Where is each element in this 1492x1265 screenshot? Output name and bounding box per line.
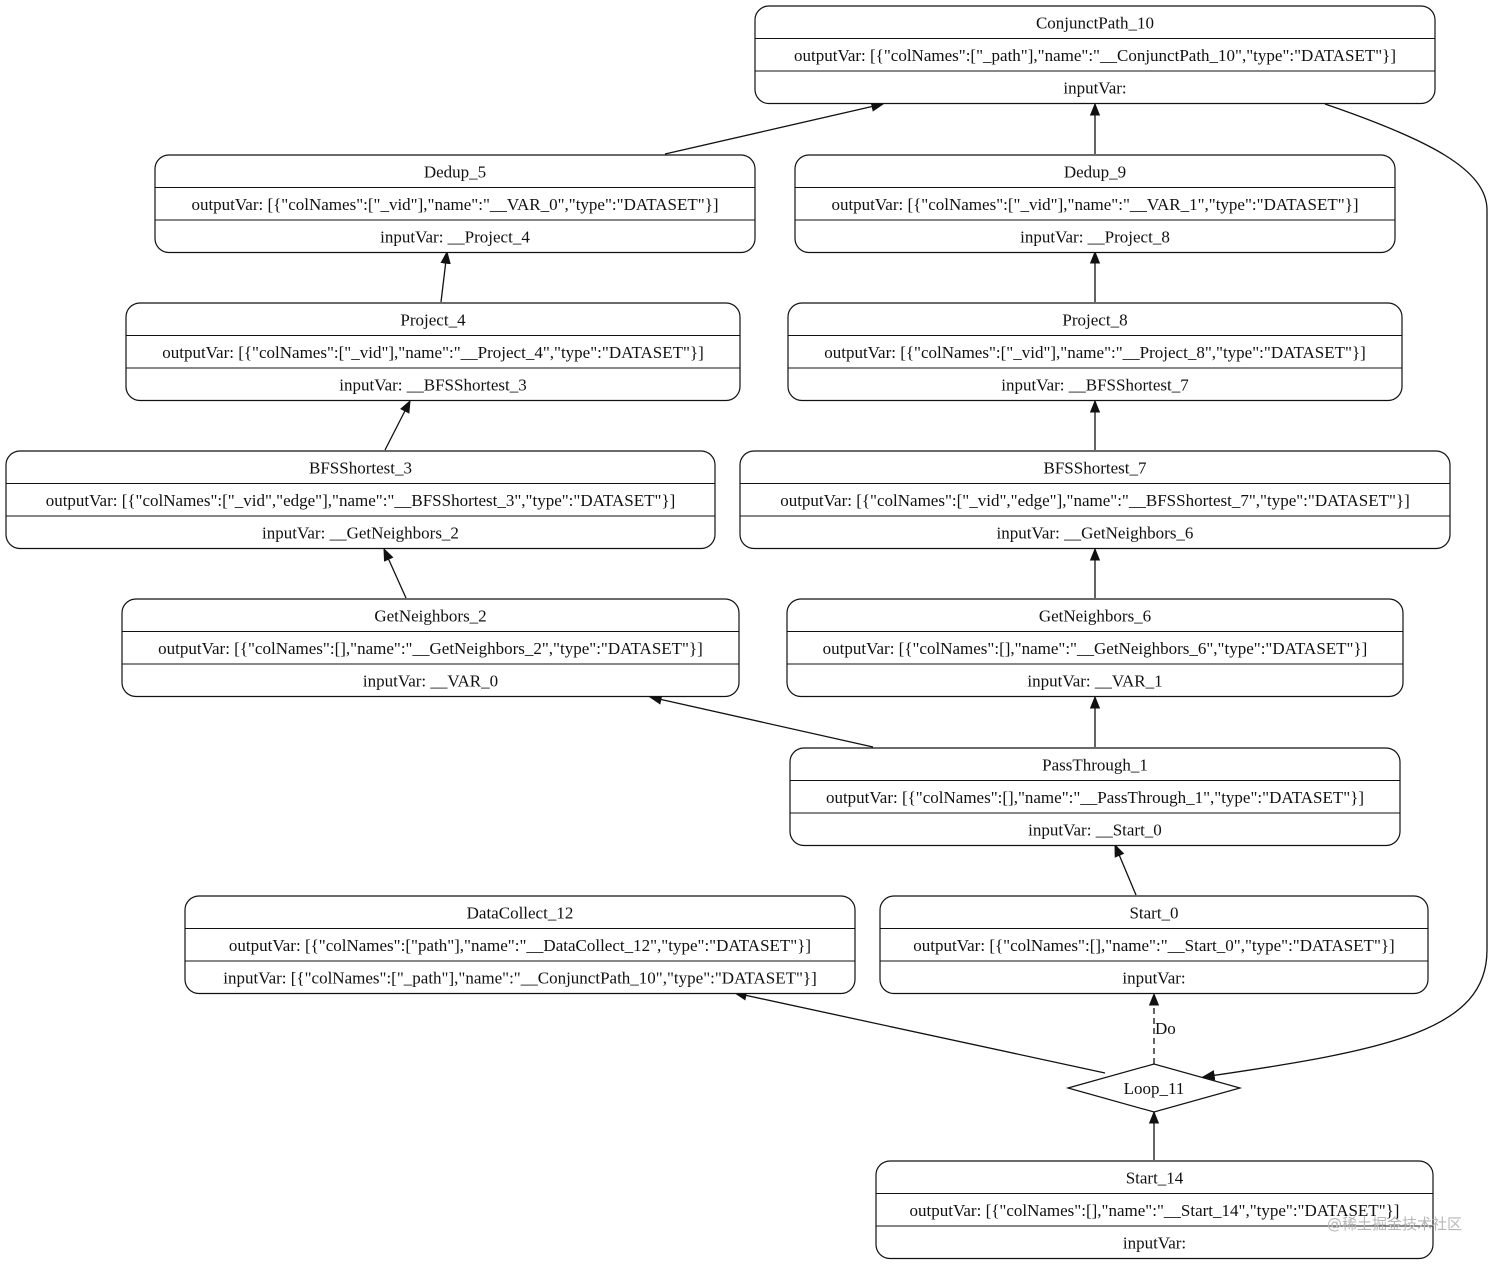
node-input-var: inputVar: xyxy=(1123,1233,1186,1252)
loop-label: Loop_11 xyxy=(1124,1079,1185,1098)
node-title: GetNeighbors_6 xyxy=(1039,606,1151,625)
node-title: GetNeighbors_2 xyxy=(374,606,486,625)
edge-start-0-to-passthrough-1 xyxy=(1114,843,1137,896)
edge-project-4-to-dedup-5 xyxy=(440,250,451,303)
node-input-var: inputVar: __Project_8 xyxy=(1020,227,1170,246)
node-dedup-9: Dedup_9 outputVar: [{"colNames":["_vid"],… xyxy=(794,154,1396,254)
node-title: Start_0 xyxy=(1129,903,1178,922)
node-box xyxy=(879,895,1429,995)
node-output-var: outputVar: [{"colNames":["_vid"],"name":… xyxy=(824,343,1366,362)
node-title: Start_14 xyxy=(1126,1168,1184,1187)
node-title: BFSShortest_7 xyxy=(1044,458,1147,477)
edge-conjunctpath-10-to-loop-11 xyxy=(1201,103,1488,1081)
node-start-0: Start_0 outputVar: [{"colNames":[],"name"… xyxy=(879,895,1429,995)
node-title: PassThrough_1 xyxy=(1042,755,1148,774)
node-dedup-5: Dedup_5 outputVar: [{"colNames":["_vid"],… xyxy=(154,154,756,254)
node-output-var: outputVar: [{"colNames":["_vid"],"name":… xyxy=(162,343,704,362)
node-title: ConjunctPath_10 xyxy=(1036,13,1154,32)
node-bfsshortest-7: BFSShortest_7 outputVar: [{"colNames":["_… xyxy=(739,450,1451,550)
node-box xyxy=(154,154,756,254)
node-passthrough-1: PassThrough_1 outputVar: [{"colNames":[],… xyxy=(789,747,1401,847)
node-output-var: outputVar: [{"colNames":["_vid"],"name":… xyxy=(831,195,1358,214)
node-box xyxy=(786,598,1404,698)
node-getneighbors-6: GetNeighbors_6 outputVar: [{"colNames":[]… xyxy=(786,598,1404,698)
node-loop-11: Loop_11 xyxy=(1065,1063,1243,1113)
loop-diamond xyxy=(1065,1063,1243,1113)
node-input-var: inputVar: [{"colNames":["_path"],"name":… xyxy=(223,968,817,987)
node-output-var: outputVar: [{"colNames":["path"],"name":… xyxy=(229,936,811,955)
node-box xyxy=(789,747,1401,847)
node-box xyxy=(875,1160,1434,1260)
node-output-var: outputVar: [{"colNames":[],"name":"__Sta… xyxy=(910,1201,1400,1220)
node-title: Project_4 xyxy=(400,310,466,329)
node-title: Dedup_5 xyxy=(424,162,486,181)
edge-passthrough-1-to-getneighbors-2 xyxy=(648,694,874,748)
node-project-8: Project_8 outputVar: [{"colNames":["_vid"… xyxy=(787,302,1403,402)
edge-getneighbors-2-to-bfsshortest-3 xyxy=(383,547,407,599)
node-input-var: inputVar: __VAR_0 xyxy=(363,671,498,690)
node-bfsshortest-3: BFSShortest_3 outputVar: [{"colNames":["_… xyxy=(5,450,716,550)
node-input-var: inputVar: __Project_4 xyxy=(380,227,530,246)
node-title: Project_8 xyxy=(1062,310,1127,329)
node-box xyxy=(121,598,740,698)
node-datacollect-12: DataCollect_12 outputVar: [{"colNames":["… xyxy=(184,895,856,995)
edge-label: Do xyxy=(1155,1019,1176,1038)
node-input-var: inputVar: __Start_0 xyxy=(1028,820,1162,839)
node-output-var: outputVar: [{"colNames":[],"name":"__Get… xyxy=(158,639,703,658)
node-output-var: outputVar: [{"colNames":[],"name":"__Sta… xyxy=(913,936,1394,955)
node-output-var: outputVar: [{"colNames":["_vid"],"name":… xyxy=(191,195,718,214)
watermark-text: @稀土掘金技术社区 xyxy=(1327,1215,1462,1233)
node-title: DataCollect_12 xyxy=(467,903,574,922)
node-start-14: Start_14 outputVar: [{"colNames":[],"name… xyxy=(875,1160,1434,1260)
node-output-var: outputVar: [{"colNames":["_path"],"name"… xyxy=(794,46,1396,65)
node-box xyxy=(787,302,1403,402)
node-output-var: outputVar: [{"colNames":[],"name":"__Pas… xyxy=(826,788,1364,807)
node-input-var: inputVar: __BFSShortest_3 xyxy=(339,375,527,394)
node-box xyxy=(125,302,741,402)
node-output-var: outputVar: [{"colNames":[],"name":"__Get… xyxy=(823,639,1368,658)
node-title: Dedup_9 xyxy=(1064,162,1126,181)
node-title: BFSShortest_3 xyxy=(309,458,412,477)
node-conjunctpath-10: ConjunctPath_10 outputVar: [{"colNames":[… xyxy=(754,5,1436,105)
node-box xyxy=(754,5,1436,105)
node-box xyxy=(794,154,1396,254)
edge-loop-11-to-datacollect-12 xyxy=(733,990,1106,1074)
node-getneighbors-2: GetNeighbors_2 outputVar: [{"colNames":[]… xyxy=(121,598,740,698)
node-input-var: inputVar: xyxy=(1063,78,1126,97)
node-box xyxy=(5,450,716,550)
node-input-var: inputVar: __GetNeighbors_6 xyxy=(997,523,1194,542)
edge-bfsshortest-3-to-project-4 xyxy=(384,399,411,451)
node-box xyxy=(184,895,856,995)
node-input-var: inputVar: xyxy=(1122,968,1185,987)
node-box xyxy=(739,450,1451,550)
node-input-var: inputVar: __VAR_1 xyxy=(1027,671,1162,690)
node-output-var: outputVar: [{"colNames":["_vid","edge"],… xyxy=(780,491,1410,510)
node-input-var: inputVar: __BFSShortest_7 xyxy=(1001,375,1189,394)
node-output-var: outputVar: [{"colNames":["_vid","edge"],… xyxy=(46,491,676,510)
node-project-4: Project_4 outputVar: [{"colNames":["_vid"… xyxy=(125,302,741,402)
edge-dedup-5-to-conjunctpath-10 xyxy=(664,101,885,155)
node-input-var: inputVar: __GetNeighbors_2 xyxy=(262,523,459,542)
